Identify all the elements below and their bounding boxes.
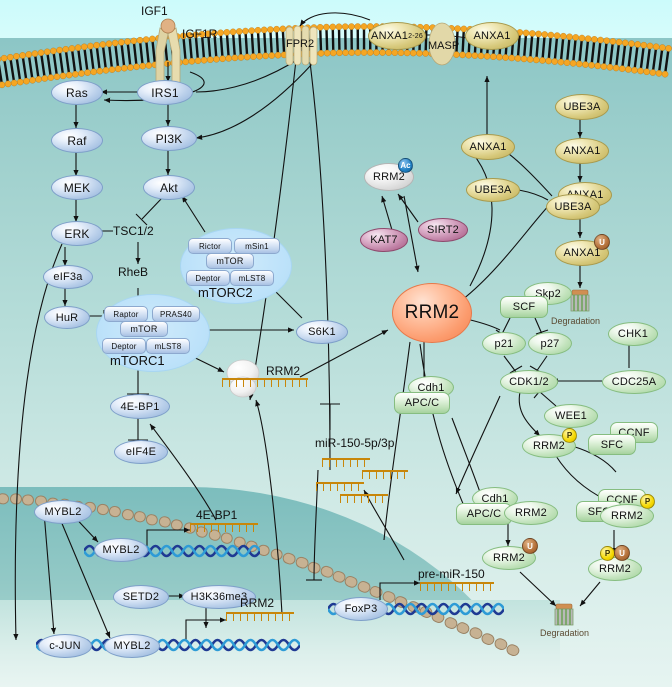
rrm2-mrna-nucleus bbox=[226, 612, 294, 621]
ras-node: Ras bbox=[51, 80, 103, 105]
mir150-strand-2 bbox=[362, 470, 408, 479]
rrm2-p-u-node: RRM2 bbox=[588, 557, 642, 581]
mek-node: MEK bbox=[51, 175, 103, 200]
cjun-node: c-JUN bbox=[38, 634, 92, 658]
mtorc2-mlst8: mLST8 bbox=[230, 270, 274, 286]
mtorc1-mlst8: mLST8 bbox=[146, 338, 190, 354]
erk-node: ERK bbox=[51, 221, 103, 246]
ube3a-top-node: UBE3A bbox=[555, 94, 609, 120]
rrm2-phospho-node: RRM2 bbox=[522, 434, 576, 458]
tsc1-2-label: TSC1/2 bbox=[113, 224, 154, 238]
mir150-label: miR-150-5p/3p bbox=[315, 436, 395, 450]
anxa1-membrane-node: ANXA1 bbox=[465, 22, 519, 50]
anxa1-cleaved-sub: 2-26 bbox=[408, 32, 423, 40]
igf1-ligand bbox=[160, 18, 176, 34]
mybl2-dna1-node: MYBL2 bbox=[94, 538, 148, 562]
cdk1-2-node: CDK1/2 bbox=[500, 370, 558, 394]
h3k36me3-node: H3K36me3 bbox=[182, 585, 256, 609]
pre-mir150-strand bbox=[420, 582, 494, 591]
cdc25a-node: CDC25A bbox=[602, 370, 666, 394]
anxa1-ubiquitin-badge: U bbox=[594, 234, 610, 250]
mybl2-cyto-node: MYBL2 bbox=[34, 500, 92, 524]
proteasome-bottom-icon bbox=[554, 603, 574, 626]
p27-node: p27 bbox=[528, 332, 572, 355]
degradation-bottom-label: Degradation bbox=[540, 628, 590, 638]
rrm2-ccnf-phospho-badge: P bbox=[640, 494, 655, 509]
masp-label: MASP bbox=[428, 40, 460, 52]
anxa1-1-node: ANXA1 bbox=[555, 138, 609, 164]
rrm2-ub-badge: U bbox=[522, 538, 538, 554]
mtorc2-mtor: mTOR bbox=[206, 253, 254, 269]
foxp3-node: FoxP3 bbox=[334, 597, 388, 621]
mtorc2-deptor: Deptor bbox=[186, 270, 230, 286]
eif3a-node: eIF3a bbox=[43, 265, 93, 289]
anxa1-cleaved-label: ANXA1 bbox=[371, 30, 409, 42]
mir150-strand-3 bbox=[316, 482, 364, 491]
rrm2-pu-phospho-badge: P bbox=[600, 546, 615, 561]
mtorc1-title: mTORC1 bbox=[110, 353, 165, 368]
proteasome-right-icon bbox=[570, 289, 590, 312]
rrm2-phospho-badge: P bbox=[562, 428, 577, 443]
mtorc2-rictor: Rictor bbox=[188, 238, 232, 254]
rrm2-hub-node: RRM2 bbox=[392, 283, 472, 343]
kat7-node: KAT7 bbox=[360, 228, 408, 252]
mtorc1-pras40: PRAS40 bbox=[152, 306, 200, 322]
igf1r-label: IGF1R bbox=[182, 27, 218, 41]
pi3k-node: PI3K bbox=[141, 126, 197, 151]
4ebp1-mrna bbox=[190, 523, 258, 532]
sfc-top-node: SFC bbox=[588, 434, 636, 455]
4ebp1-node: 4E-BP1 bbox=[110, 394, 170, 419]
pre-mir150-label: pre-miR-150 bbox=[418, 567, 485, 581]
fpr2-receptor bbox=[285, 25, 318, 66]
rrm2-mrna-cyto bbox=[222, 378, 308, 387]
ube3a-mid-node: UBE3A bbox=[546, 194, 600, 220]
hur-node: HuR bbox=[44, 306, 90, 329]
raf-node: Raf bbox=[51, 128, 103, 153]
mir150-strand-1 bbox=[322, 458, 370, 467]
mtorc2-msin1: mSin1 bbox=[234, 238, 280, 254]
mtorc1-mtor: mTOR bbox=[120, 321, 168, 337]
mtorc1-deptor: Deptor bbox=[102, 338, 146, 354]
p21-node: p21 bbox=[482, 332, 526, 355]
scf-node: SCF bbox=[500, 296, 548, 318]
rrm2-pu-ubiquitin-badge: U bbox=[614, 545, 630, 561]
mtorc1-raptor: Raptor bbox=[104, 306, 148, 322]
degradation-right-label: Degradation bbox=[551, 316, 601, 326]
rrm2-ccnf-node: RRM2 bbox=[600, 504, 654, 528]
irs1-node: IRS1 bbox=[137, 80, 193, 105]
chk1-node: CHK1 bbox=[608, 322, 658, 346]
mir150-strand-4 bbox=[340, 494, 388, 503]
wee1-node: WEE1 bbox=[544, 404, 598, 428]
akt-node: Akt bbox=[143, 175, 195, 200]
masp-protease bbox=[428, 22, 456, 66]
eif4e-node: eIF4E bbox=[114, 440, 168, 464]
s6k1-node: S6K1 bbox=[296, 320, 348, 344]
rrm2-mrna-cyto-label: RRM2 bbox=[266, 364, 301, 378]
setd2-node: SETD2 bbox=[113, 585, 169, 609]
ube3a-left-node: UBE3A bbox=[466, 178, 520, 202]
mtorc2-title: mTORC2 bbox=[198, 285, 253, 300]
anxa1-ub-node: ANXA1 bbox=[555, 240, 609, 266]
sirt2-node: SIRT2 bbox=[418, 218, 468, 242]
anxa1-cyto-node: ANXA1 bbox=[461, 134, 515, 160]
rrm2-apcc-node: RRM2 bbox=[504, 501, 558, 525]
4ebp1-mrna-label: 4E-BP1 bbox=[196, 508, 238, 522]
mybl2-dna2-node: MYBL2 bbox=[104, 634, 160, 658]
rrm2-mrna-nucleus-label: RRM2 bbox=[240, 596, 275, 610]
igf1-label: IGF1 bbox=[141, 4, 168, 18]
rheb-label: RheB bbox=[118, 265, 149, 279]
apcc-top-node: APC/C bbox=[394, 392, 450, 414]
acetyl-badge: Ac bbox=[398, 158, 413, 173]
fpr2-label: FPR2 bbox=[286, 38, 315, 50]
